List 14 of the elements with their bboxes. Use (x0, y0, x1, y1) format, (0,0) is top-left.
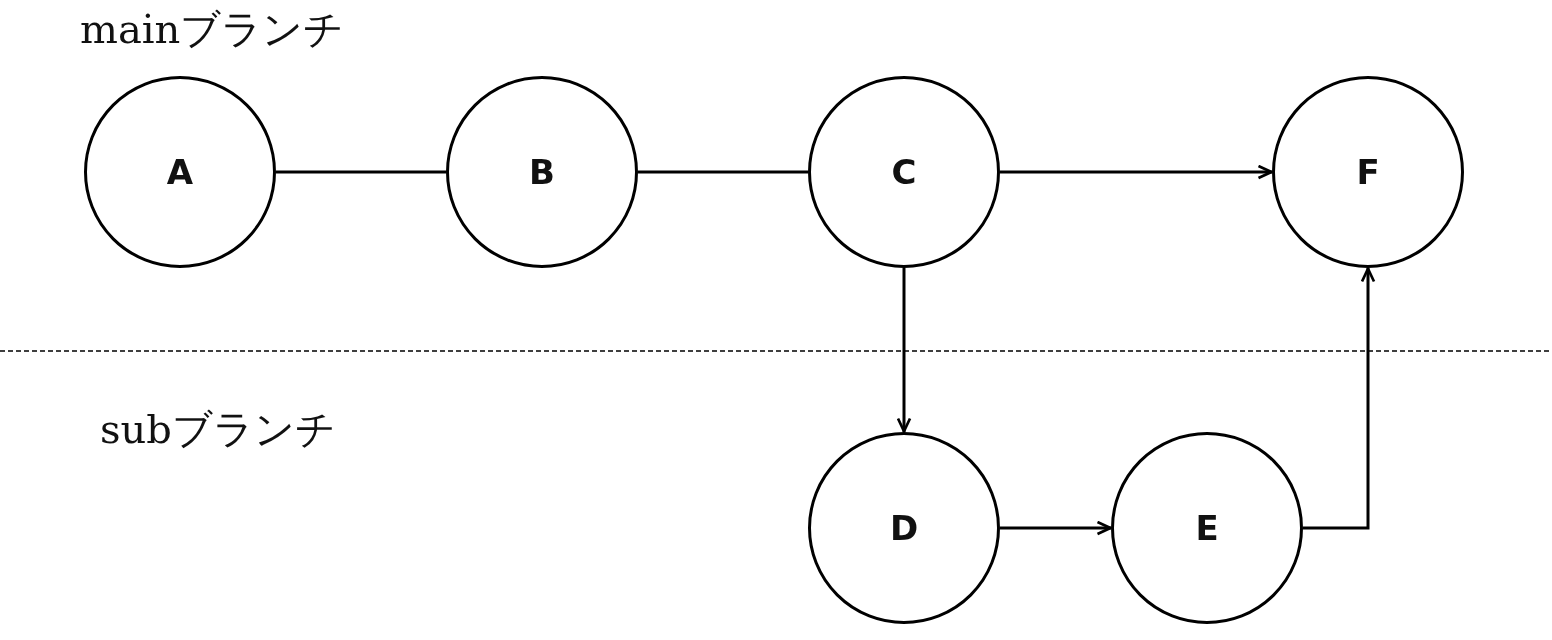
branch-label: subブランチ (100, 405, 336, 454)
commit-circle: B (446, 76, 638, 268)
arrow (1000, 164, 1273, 180)
connector-line (276, 170, 446, 174)
commit-circle: F (1272, 76, 1464, 268)
commit-circle: C (808, 76, 1000, 268)
arrow (1303, 267, 1376, 530)
commit-circle: D (808, 432, 1000, 624)
arrow (1000, 520, 1112, 536)
connector-line (638, 170, 808, 174)
commit-circle: E (1111, 432, 1303, 624)
commit-circle: A (84, 76, 276, 268)
arrow (896, 268, 912, 433)
branch-label: mainブランチ (80, 5, 345, 54)
